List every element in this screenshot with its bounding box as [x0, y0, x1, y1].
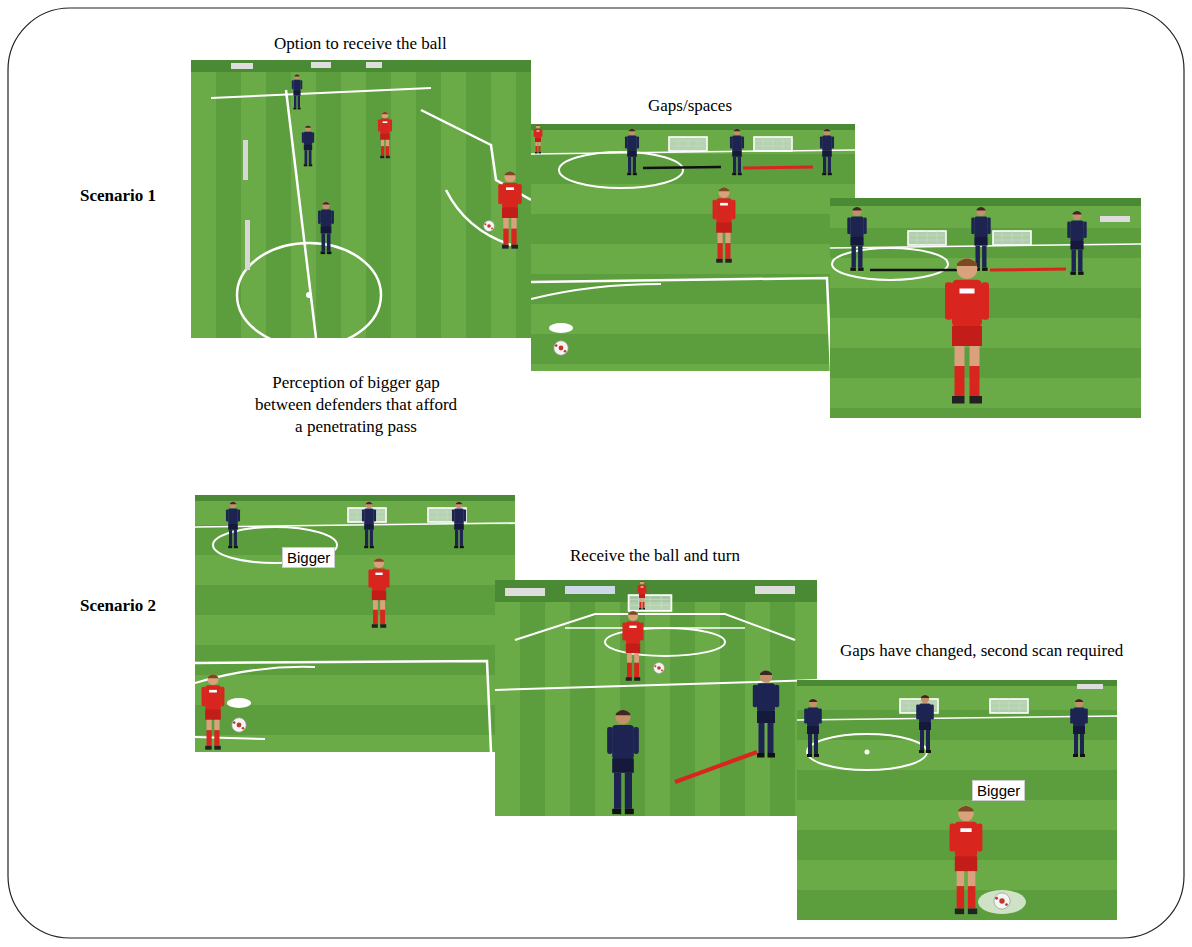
- panel-caption: Gaps have changed, second scan required: [840, 640, 1123, 662]
- scenario-label: Scenario 1: [80, 186, 156, 206]
- panel-caption: Gaps/spaces: [648, 95, 732, 117]
- panel-caption: Perception of bigger gap between defende…: [251, 372, 461, 438]
- panel-caption: Receive the ball and turn: [570, 545, 740, 567]
- gap-tag: Bigger: [972, 780, 1025, 801]
- panel-caption: Option to receive the ball: [274, 33, 447, 55]
- gap-tag: Bigger: [282, 547, 335, 568]
- scenario-label: Scenario 2: [80, 596, 156, 616]
